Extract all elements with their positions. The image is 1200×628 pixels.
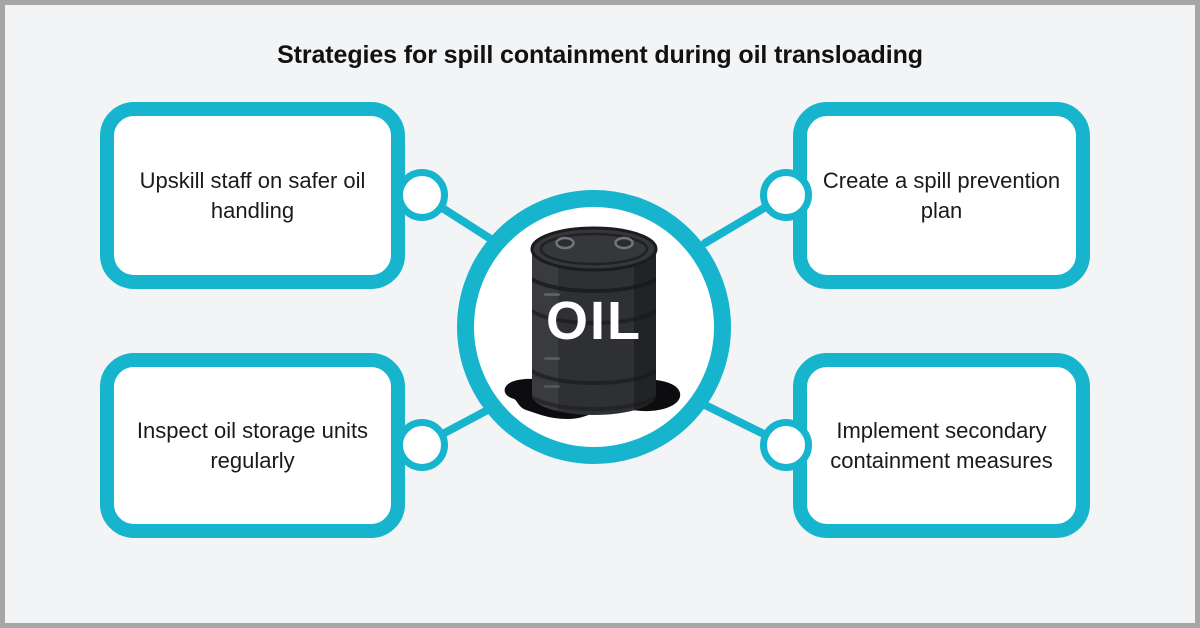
page-title: Strategies for spill containment during … — [277, 41, 923, 69]
oil-barrel-spill-illustration: OIL — [504, 226, 681, 419]
node-card-bottom-left[interactable]: Inspect oil storage units regularly — [100, 353, 405, 538]
barrel-bung-cap-right — [614, 236, 634, 250]
center-hub: OIL — [457, 190, 731, 464]
connector-node-top-right — [760, 169, 812, 221]
node-label-bottom-left: Inspect oil storage units regularly — [136, 418, 369, 473]
barrel-shading — [532, 249, 656, 415]
node-label-bottom-right: Implement secondary containment measures — [830, 418, 1053, 473]
node-card-top-left[interactable]: Upskill staff on safer oil handling — [100, 102, 405, 289]
connector-node-bottom-right — [760, 419, 812, 471]
node-card-top-right[interactable]: Create a spill prevention plan — [793, 102, 1090, 289]
barrel-label: OIL — [546, 291, 642, 351]
connector-node-bottom-left — [396, 419, 448, 471]
barrel-lid-inner-ring — [539, 232, 649, 266]
node-card-bottom-right[interactable]: Implement secondary containment measures — [793, 353, 1090, 538]
barrel-bung-cap-left — [555, 236, 575, 250]
node-label-top-left: Upskill staff on safer oil handling — [139, 168, 366, 223]
connector-node-top-left — [396, 169, 448, 221]
node-label-top-right: Create a spill prevention plan — [822, 168, 1061, 223]
